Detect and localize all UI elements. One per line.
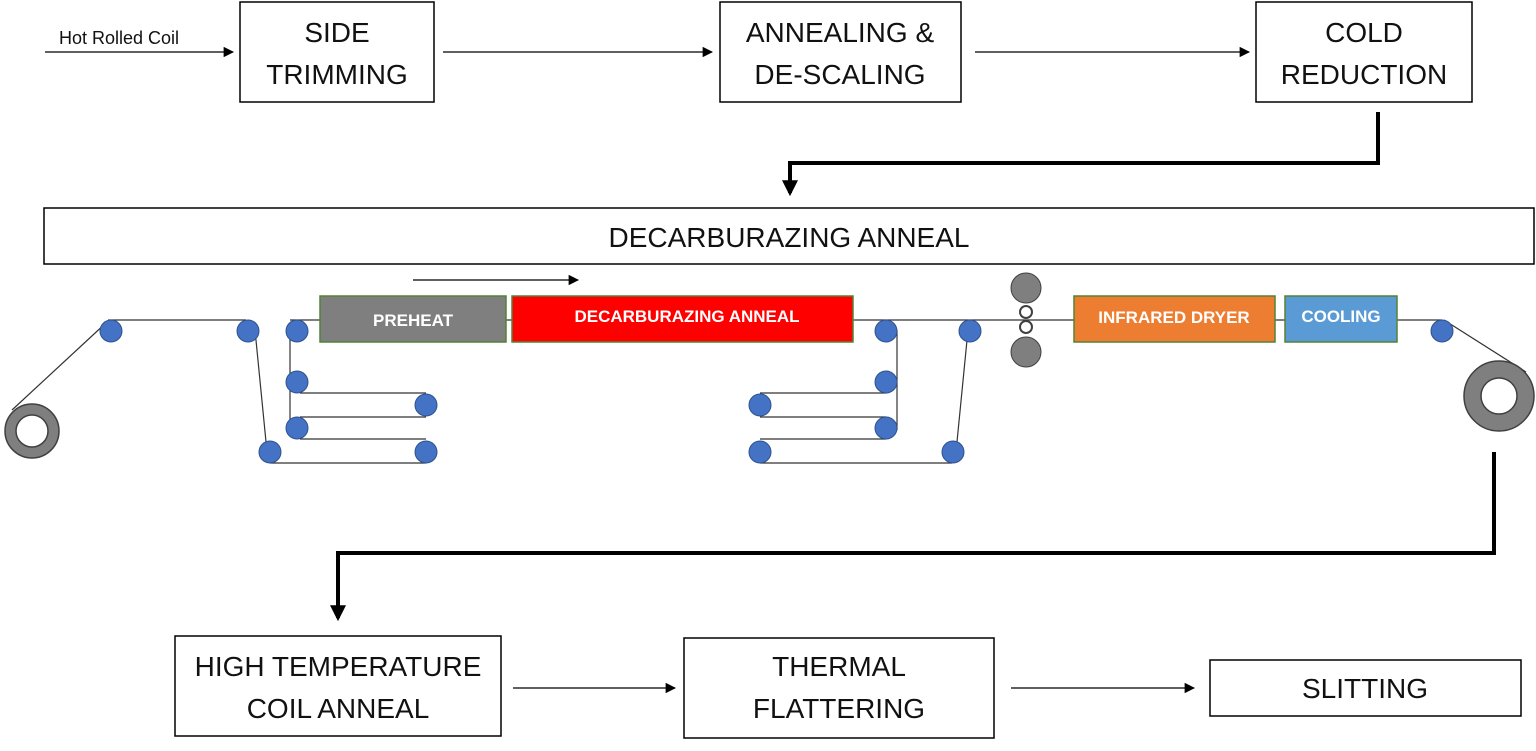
connector-cold-to-decarb xyxy=(782,112,1380,197)
zone-cooling-label: COOLING xyxy=(1301,307,1380,326)
step-slitting: SLITTING xyxy=(1209,659,1522,717)
roller xyxy=(285,370,309,394)
rollers xyxy=(99,319,1454,464)
decarb-banner: DECARBURAZING ANNEAL xyxy=(43,207,1535,265)
roller xyxy=(236,319,260,343)
roller xyxy=(285,416,309,440)
zone-infrared-dryer: INFRARED DRYER xyxy=(1073,295,1276,343)
step-thermal-line2: FLATTERING xyxy=(753,693,925,724)
step-side-trimming-line2: TRIMMING xyxy=(266,59,408,90)
zone-cooling: COOLING xyxy=(1284,295,1398,343)
step-cold-line1: COLD xyxy=(1325,17,1403,48)
decarb-banner-label: DECARBURAZING ANNEAL xyxy=(609,222,970,253)
step-thermal-flattering: THERMAL FLATTERING xyxy=(683,637,995,739)
step-annealing-descaling: ANNEALING & DE-SCALING xyxy=(719,1,962,103)
mill-stand xyxy=(1010,272,1042,368)
coil-left xyxy=(4,403,60,459)
zone-preheat-label: PREHEAT xyxy=(373,311,454,330)
step-hta-line1: HIGH TEMPERATURE xyxy=(195,651,482,682)
roller xyxy=(258,440,282,464)
roller xyxy=(958,319,982,343)
zone-infrared-label: INFRARED DRYER xyxy=(1098,308,1249,327)
zone-decarburizing: DECARBURAZING ANNEAL xyxy=(511,295,854,343)
input-label: Hot Rolled Coil xyxy=(59,28,179,48)
coil-right xyxy=(1463,360,1535,432)
step-hta-line2: COIL ANNEAL xyxy=(247,693,430,724)
roller xyxy=(1430,319,1454,343)
roller xyxy=(414,393,438,417)
roller xyxy=(99,319,123,343)
step-annealing-line2: DE-SCALING xyxy=(754,59,925,90)
roller xyxy=(414,440,438,464)
roller xyxy=(748,440,772,464)
roller xyxy=(874,319,898,343)
step-slitting-label: SLITTING xyxy=(1302,673,1428,704)
roller xyxy=(874,370,898,394)
step-high-temp-coil-anneal: HIGH TEMPERATURE COIL ANNEAL xyxy=(174,635,502,737)
step-cold-line2: REDUCTION xyxy=(1281,59,1447,90)
step-thermal-line1: THERMAL xyxy=(772,651,906,682)
step-cold-reduction: COLD REDUCTION xyxy=(1255,1,1473,103)
zone-decarb-label: DECARBURAZING ANNEAL xyxy=(574,307,799,326)
step-annealing-line1: ANNEALING & xyxy=(746,17,935,48)
connector-coil-to-hta xyxy=(330,452,1496,622)
roller xyxy=(748,393,772,417)
step-side-trimming: SIDE TRIMMING xyxy=(239,1,435,103)
roller xyxy=(874,416,898,440)
roller xyxy=(285,319,309,343)
zone-preheat: PREHEAT xyxy=(319,295,507,343)
roller xyxy=(941,440,965,464)
step-side-trimming-line1: SIDE xyxy=(304,17,369,48)
